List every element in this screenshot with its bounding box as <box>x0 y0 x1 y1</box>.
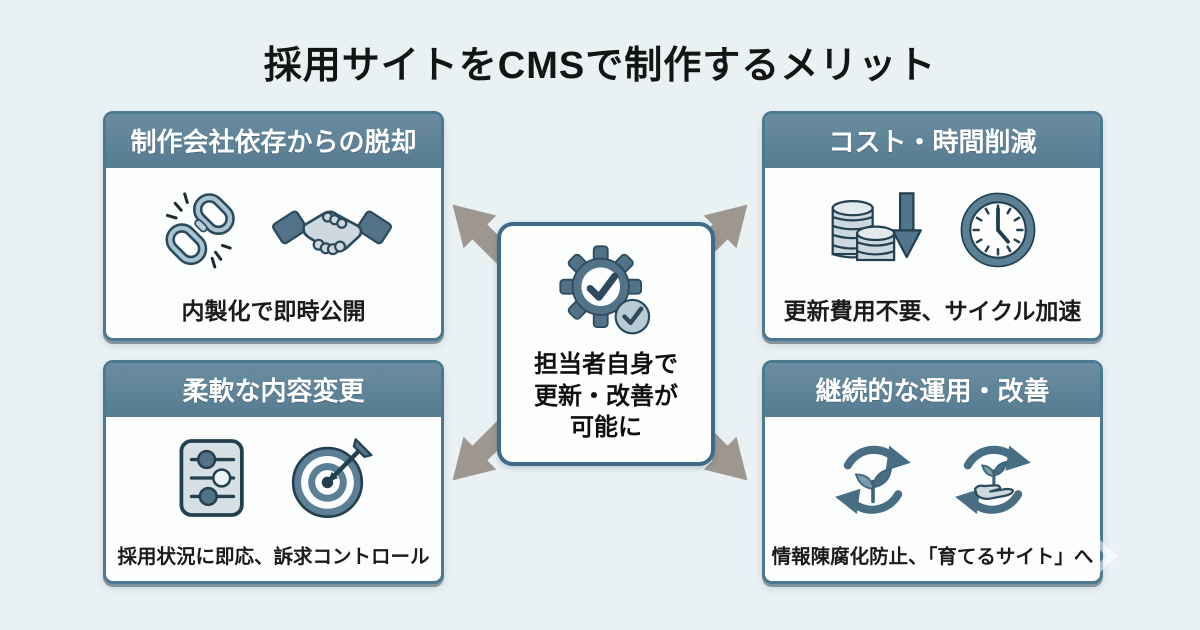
page-title: 採用サイトをCMSで制作するメリット <box>263 45 937 87</box>
card-flexible: 柔軟な内容変更 <box>103 360 444 584</box>
card-dependence-icons <box>158 172 392 292</box>
card-flexible-header: 柔軟な内容変更 <box>106 363 441 417</box>
card-cost-time-body: 更新費用不要、サイクル加速 <box>765 168 1100 338</box>
recycle-plant-icon <box>828 433 918 528</box>
card-dependence: 制作会社依存からの脱却 <box>103 111 444 341</box>
coins-down-arrow-icon <box>826 186 926 279</box>
card-flexible-caption: 採用状況に即応、訴求コントロール <box>117 546 430 568</box>
card-dependence-body: 内製化で即時公開 <box>106 168 441 338</box>
card-cost-time-icons <box>826 172 1040 292</box>
card-continuous: 継続的な運用・改善 <box>762 360 1103 584</box>
broken-chain-icon <box>158 187 244 278</box>
handshake-icon <box>271 192 392 273</box>
center-card: 担当者自身で 更新・改善が 可能に <box>497 222 715 466</box>
card-continuous-body: 情報陳腐化防止、「育てるサイト」へ <box>765 417 1100 581</box>
card-continuous-caption: 情報陳腐化防止、「育てるサイト」へ <box>771 546 1094 568</box>
card-cost-time: コスト・時間削減 <box>762 111 1103 341</box>
sliders-icon <box>173 436 257 525</box>
card-dependence-header: 制作会社依存からの脱却 <box>106 114 441 168</box>
center-message-line1: 担当者自身で <box>534 350 678 378</box>
clock-icon <box>956 188 1040 277</box>
center-message: 担当者自身で 更新・改善が 可能に <box>534 349 678 444</box>
card-continuous-icons <box>828 421 1038 540</box>
gear-check-icon <box>555 244 657 345</box>
center-message-line2: 更新・改善が <box>534 382 678 410</box>
center-message-line3: 可能に <box>570 414 642 442</box>
card-cost-time-caption: 更新費用不要、サイクル加速 <box>783 298 1082 324</box>
chevron-right-icon <box>1094 536 1120 581</box>
recycle-hand-plant-icon <box>948 433 1038 528</box>
target-dart-icon <box>287 434 375 527</box>
card-flexible-body: 採用状況に即応、訴求コントロール <box>106 417 441 581</box>
card-continuous-header: 継続的な運用・改善 <box>765 363 1100 417</box>
card-cost-time-header: コスト・時間削減 <box>765 114 1100 168</box>
card-dependence-caption: 内製化で即時公開 <box>181 298 366 324</box>
card-flexible-icons <box>173 421 375 540</box>
